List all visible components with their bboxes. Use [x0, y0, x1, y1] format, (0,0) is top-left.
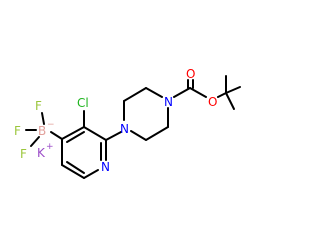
bond-cquat-methyl-right	[225, 86, 241, 94]
bonds	[25, 75, 241, 179]
bond-cb-nboc	[145, 87, 163, 98]
bond-n1-c6	[83, 169, 99, 179]
bond-ccarbonyl-oester	[189, 87, 207, 98]
atom-boron-charge: −	[47, 120, 55, 130]
bond-nboc-ccarbonyl	[173, 87, 191, 98]
bond-b-f-bottom	[30, 136, 40, 147]
bond-c4-c3-inner	[66, 131, 85, 143]
atom-fluorine-top: F	[35, 99, 42, 113]
atom-potassium: K	[37, 146, 46, 160]
bond-cc-cd	[145, 126, 169, 141]
bond-c2-npip	[105, 131, 122, 141]
bond-ca-cb	[123, 87, 147, 102]
atom-chlorine: Cl	[77, 96, 89, 110]
bond-cd-npip	[130, 130, 147, 141]
atom-labels: F F F B − K + Cl N N N O O	[14, 67, 217, 174]
bond-b-c4	[50, 131, 63, 140]
atom-fluorine-bottom: F	[20, 147, 27, 161]
atom-piperazine-nitrogen-left: N	[120, 122, 129, 136]
bond-oester-cquat	[217, 92, 227, 98]
atom-pyridine-nitrogen: N	[101, 160, 110, 174]
bond-cquat-methyl-bottom	[225, 92, 235, 110]
bond-c4-c3	[61, 126, 85, 140]
chemical-structure: F F F B − K + Cl N N N O O	[14, 67, 241, 179]
atom-piperazine-nitrogen-right: N	[164, 95, 173, 109]
bond-c6-c5-inner	[66, 161, 85, 174]
atom-carbonyl-oxygen: O	[186, 67, 195, 81]
atom-potassium-charge: +	[46, 142, 54, 152]
atom-fluorine-left: F	[14, 124, 21, 138]
bond-b-f-top	[41, 112, 45, 125]
bond-c3-c2	[83, 126, 107, 141]
bond-c6-c5	[61, 164, 85, 179]
atom-boron: B	[38, 124, 46, 138]
atom-ester-oxygen: O	[208, 95, 217, 109]
